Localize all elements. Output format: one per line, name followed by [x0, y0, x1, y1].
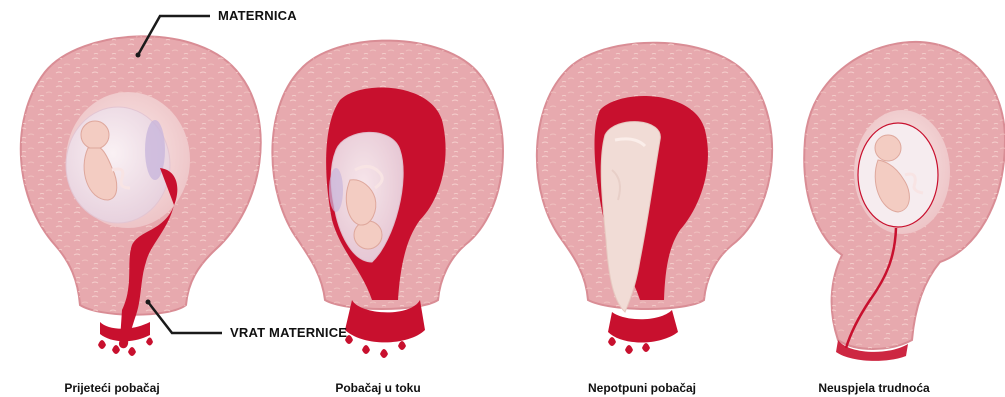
- uterus-missed: [804, 42, 1005, 361]
- cervix-label: VRAT MATERNICE: [230, 325, 347, 340]
- bleeding: [608, 310, 678, 343]
- uterus-incomplete: [537, 43, 772, 354]
- uterus-inevitable: [272, 41, 503, 358]
- uterus-threatened: [21, 36, 261, 356]
- caption-missed: Neuspjela trudnoća: [818, 381, 929, 395]
- caption-threatened: Prijeteći pobačaj: [64, 381, 159, 395]
- caption-inevitable: Pobačaj u toku: [335, 381, 420, 395]
- caption-incomplete: Nepotpuni pobačaj: [588, 381, 696, 395]
- uterus-label: MATERNICA: [218, 8, 297, 23]
